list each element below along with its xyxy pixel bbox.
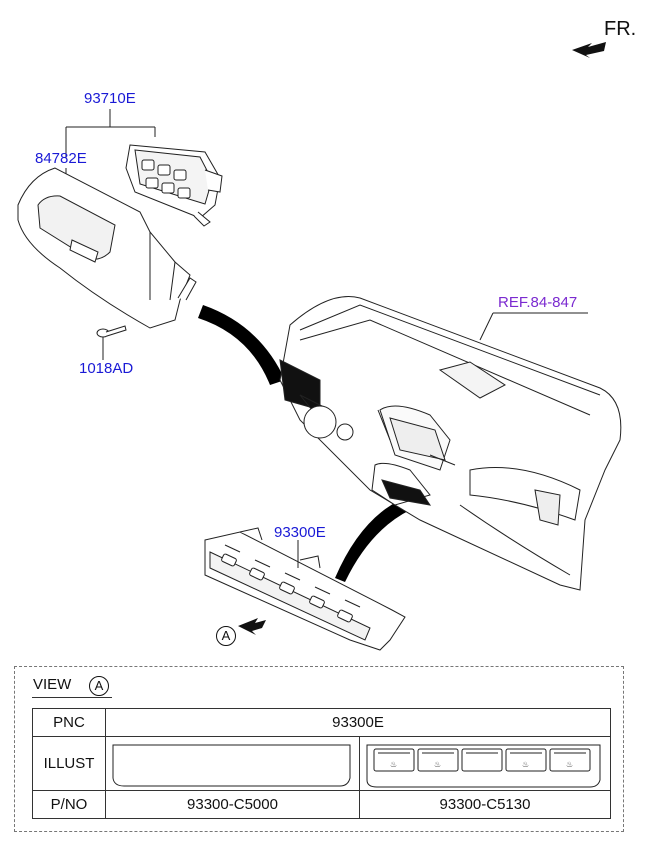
table-row-illust: ILLUST (32, 736, 611, 791)
view-title: VIEW (33, 676, 71, 693)
parts-table: PNC 93300E ILLUST P/NO 93300-C5000 93300… (32, 708, 611, 819)
table-row-pnc: PNC 93300E (32, 708, 611, 737)
illust-cell-2 (359, 736, 611, 791)
table-row-pno: P/NO 93300-C5000 93300-C5130 (32, 790, 611, 819)
heater-control-unit (204, 527, 406, 651)
front-direction-label: FR. (604, 18, 637, 40)
pno-93300-c5130: 93300-C5130 (359, 790, 611, 819)
view-title-underline (32, 697, 112, 698)
pno-93300-c5000: 93300-C5000 (105, 790, 360, 819)
crash-pad-garnish (17, 167, 197, 329)
dashboard-crash-pad (279, 296, 622, 591)
front-direction-arrow-icon (572, 42, 606, 58)
callout-84782e: 84782E (35, 150, 87, 167)
pno-label: P/NO (32, 790, 106, 819)
view-title-marker: A (89, 676, 109, 696)
illust-label: ILLUST (32, 736, 106, 791)
screw-icon (96, 325, 127, 356)
callout-93300e: 93300E (274, 524, 326, 541)
leader-ref-84-847 (479, 312, 588, 341)
callout-1018ad: 1018AD (79, 360, 134, 377)
switch-assembly (125, 144, 223, 227)
pointer-arrow-upper (198, 305, 285, 385)
view-a-panel (14, 666, 624, 832)
callout-ref-84-847: REF.84-847 (498, 294, 578, 311)
pnc-label: PNC (32, 708, 106, 737)
view-title-text: VIEW (33, 676, 72, 693)
pnc-value: 93300E (105, 708, 611, 737)
callout-bracket-93710e (65, 109, 156, 158)
illust-cell-1 (105, 736, 360, 791)
view-direction-arrow-icon (238, 618, 266, 635)
pointer-arrow-lower (335, 500, 410, 582)
callout-93710e: 93710E (84, 90, 136, 107)
view-a-marker: A (216, 626, 236, 646)
